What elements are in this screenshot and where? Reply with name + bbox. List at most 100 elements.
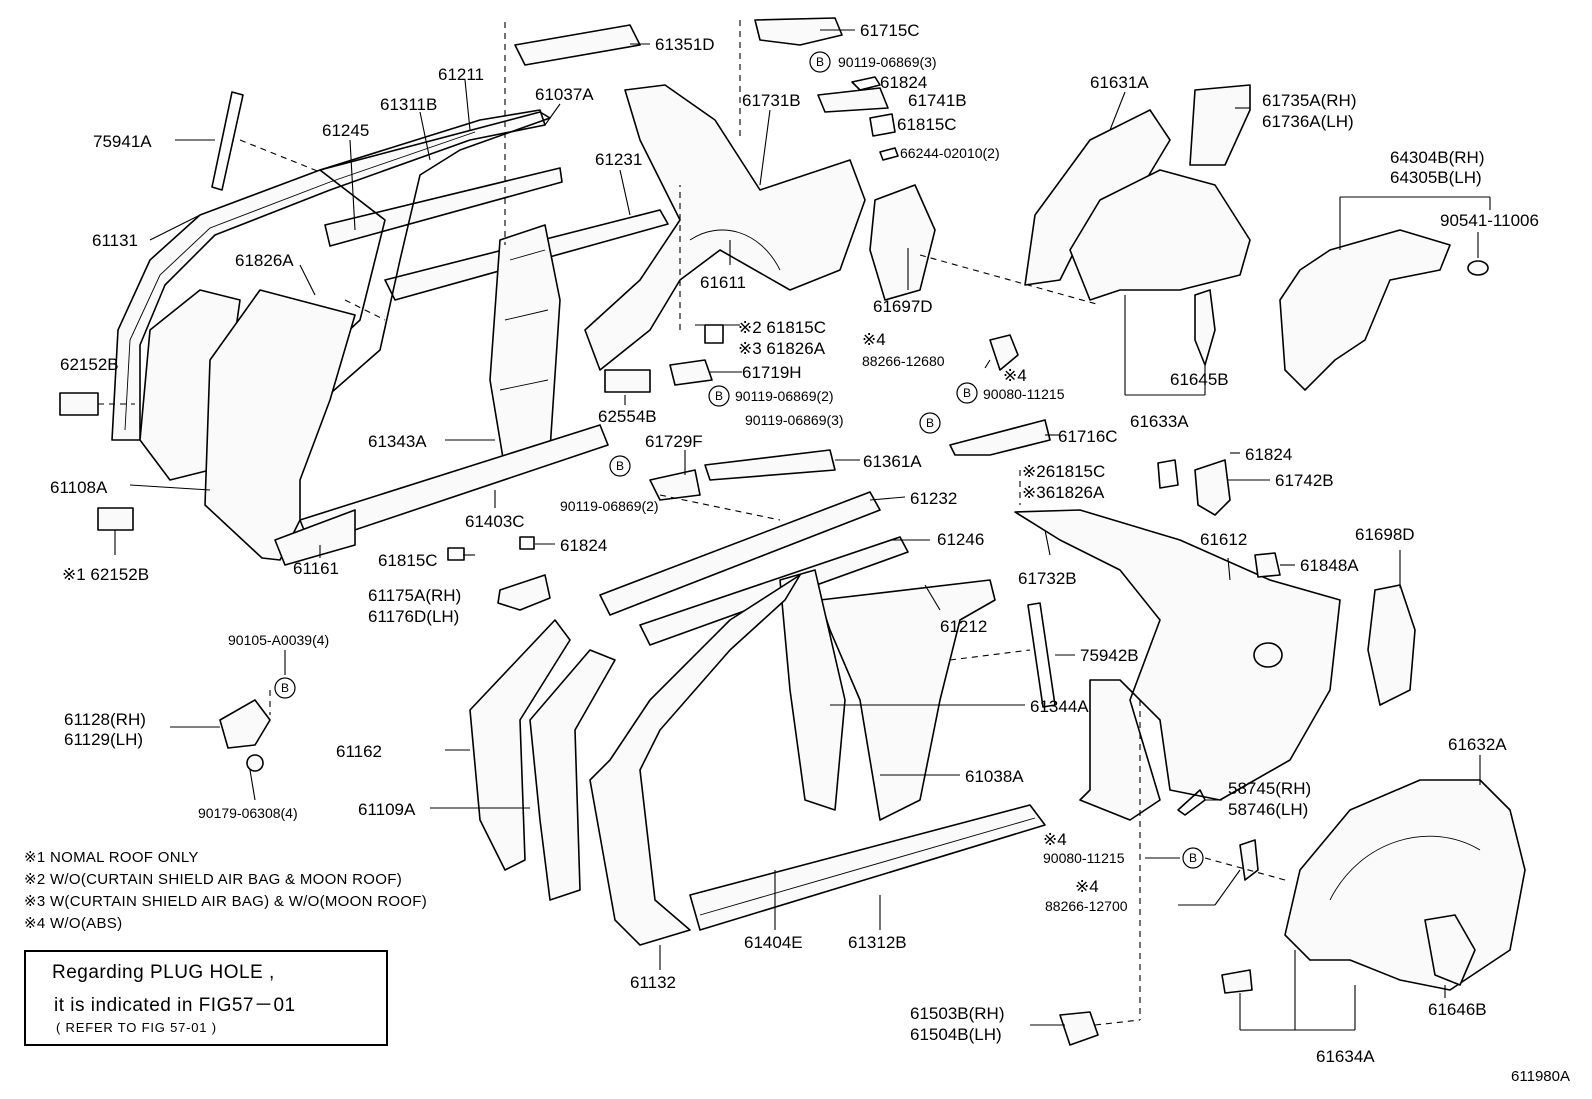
label-61612: 61612 bbox=[1200, 530, 1247, 549]
molding-75941A-shape bbox=[211, 91, 244, 191]
label-61716C: 61716C bbox=[1058, 427, 1118, 446]
front-pillar-61132-shape bbox=[589, 574, 801, 946]
label-61344A: 61344A bbox=[1030, 697, 1089, 716]
label-61161: 61161 bbox=[293, 559, 339, 578]
label-61634A: 61634A bbox=[1316, 1047, 1375, 1066]
svg-text:B: B bbox=[1189, 851, 1197, 865]
label-90541-11006: 90541-11006 bbox=[1440, 211, 1539, 230]
label-61037A: 61037A bbox=[535, 85, 594, 104]
reinf-61361A-shape bbox=[704, 449, 836, 481]
front-pillar-61161-shape bbox=[204, 289, 356, 561]
label-61404E: 61404E bbox=[744, 933, 803, 952]
plug-hole-line-1: Regarding PLUG HOLE , bbox=[52, 962, 275, 983]
label-88266-12680: 88266-12680 bbox=[862, 353, 945, 369]
bracket-61503B-shape bbox=[1059, 1011, 1099, 1046]
footnote-4: ※4 W/O(ABS) bbox=[24, 915, 123, 932]
label-61815C-d: 61815C bbox=[378, 551, 438, 570]
label-61245: 61245 bbox=[322, 121, 369, 140]
label-75941A: 75941A bbox=[93, 132, 152, 151]
label-61503B: 61503B(RH) bbox=[910, 1004, 1005, 1023]
label-note4-b: ※4 bbox=[1003, 366, 1027, 385]
bracket-61645B-shape bbox=[1194, 289, 1216, 366]
figure-id: 611980A bbox=[1511, 1068, 1570, 1085]
part-drawings bbox=[59, 17, 1526, 1046]
label-61633A: 61633A bbox=[1130, 412, 1189, 431]
bracket-61735A-shape bbox=[1189, 84, 1251, 166]
bracket-61175A-shape bbox=[497, 574, 551, 611]
rocker-61404E-shape bbox=[689, 804, 1046, 931]
label-61162: 61162 bbox=[336, 742, 382, 761]
label-61311B: 61311B bbox=[380, 95, 437, 114]
label-64305B: 64305B(LH) bbox=[1390, 168, 1482, 187]
label-61698D: 61698D bbox=[1355, 525, 1415, 544]
label-61131: 61131 bbox=[92, 231, 138, 250]
label-61211: 61211 bbox=[438, 65, 484, 84]
panel-61631A-shape bbox=[1024, 109, 1171, 286]
bracket-61128-shape bbox=[219, 699, 271, 749]
label-61645B: 61645B bbox=[1170, 370, 1229, 389]
label-64304B: 64304B(RH) bbox=[1390, 148, 1485, 167]
label-61132: 61132 bbox=[630, 973, 676, 992]
label-61824-c: 61824 bbox=[560, 536, 607, 555]
label-61109A: 61109A bbox=[358, 800, 416, 819]
label-61108A: 61108A bbox=[50, 478, 108, 497]
roof-rail-61232-shape bbox=[599, 491, 881, 616]
reinf-61351D-shape bbox=[514, 24, 641, 66]
svg-text:B: B bbox=[616, 459, 624, 473]
label-61038A: 61038A bbox=[965, 767, 1024, 786]
molding-75942B-shape bbox=[1027, 602, 1056, 708]
label-61403C: 61403C bbox=[465, 512, 525, 531]
center-pillar-61343A-shape bbox=[489, 224, 561, 471]
label-61232: 61232 bbox=[910, 489, 957, 508]
quarter-inner-61731B-shape bbox=[584, 84, 866, 371]
bracket-61716C-shape bbox=[949, 419, 1051, 456]
label-88266-12700: 88266-12700 bbox=[1045, 898, 1128, 914]
label-61826A-b: ※3 61826A bbox=[738, 339, 826, 358]
label-58745: 58745(RH) bbox=[1228, 779, 1311, 798]
label-61742B: 61742B bbox=[1275, 471, 1334, 490]
footnote-1: ※1 NOMAL ROOF ONLY bbox=[24, 849, 199, 866]
label-90119-06869-3a: 90119-06869(3) bbox=[838, 54, 937, 70]
svg-text:B: B bbox=[816, 55, 824, 69]
footnote-2: ※2 W/O(CURTAIN SHIELD AIR BAG & MOON ROO… bbox=[24, 871, 402, 888]
wheel-house-61633A-shape bbox=[1069, 169, 1251, 301]
bracket-61646B-shape bbox=[1424, 914, 1476, 986]
label-61231: 61231 bbox=[595, 150, 642, 169]
label-note4-c: ※4 bbox=[1043, 830, 1067, 849]
label-61826A-c: ※361826A bbox=[1022, 483, 1105, 502]
bracket-61697D-shape bbox=[869, 184, 936, 301]
label-90119-06869-3b: 90119-06869(3) bbox=[745, 412, 844, 428]
label-61732B: 61732B bbox=[1018, 569, 1077, 588]
label-61815C-a: 61815C bbox=[897, 115, 957, 134]
bubble-b-4: B bbox=[919, 412, 941, 434]
bracket-61729F-shape bbox=[649, 469, 701, 501]
label-61128: 61128(RH) bbox=[64, 710, 146, 729]
label-61361A: 61361A bbox=[863, 452, 922, 471]
bracket-61715C-shape bbox=[754, 17, 843, 46]
label-61697D: 61697D bbox=[873, 297, 933, 316]
label-61611: 61611 bbox=[700, 273, 746, 292]
svg-text:B: B bbox=[963, 386, 971, 400]
pillar-61109A-shape bbox=[529, 649, 616, 901]
label-61715C: 61715C bbox=[860, 21, 920, 40]
label-61736A: 61736A(LH) bbox=[1262, 112, 1354, 131]
bubble-b-2: B bbox=[708, 385, 730, 407]
pad-62554B-shape bbox=[604, 369, 651, 393]
label-61826A-a: 61826A bbox=[235, 251, 294, 270]
part-labels: 75941A 61211 61311B 61037A 61245 61351D … bbox=[50, 21, 1539, 1066]
label-61246: 61246 bbox=[937, 530, 984, 549]
label-61815C-c: ※261815C bbox=[1022, 462, 1105, 481]
label-note4-d: ※4 bbox=[1075, 877, 1099, 896]
label-61631A: 61631A bbox=[1090, 73, 1149, 92]
bubble-b-6: B bbox=[274, 677, 296, 699]
label-61212: 61212 bbox=[940, 617, 987, 636]
label-61719H: 61719H bbox=[742, 363, 802, 382]
bubble-b-3: B bbox=[956, 382, 978, 404]
center-pillar-61344A-shape bbox=[779, 569, 846, 811]
label-61735A: 61735A(RH) bbox=[1262, 91, 1357, 110]
bracket-61698D-shape bbox=[1367, 584, 1416, 706]
label-90179-06308: 90179-06308(4) bbox=[198, 805, 298, 821]
pad-62152B-top-shape bbox=[59, 392, 99, 416]
bracket-61741B-shape bbox=[817, 87, 889, 113]
